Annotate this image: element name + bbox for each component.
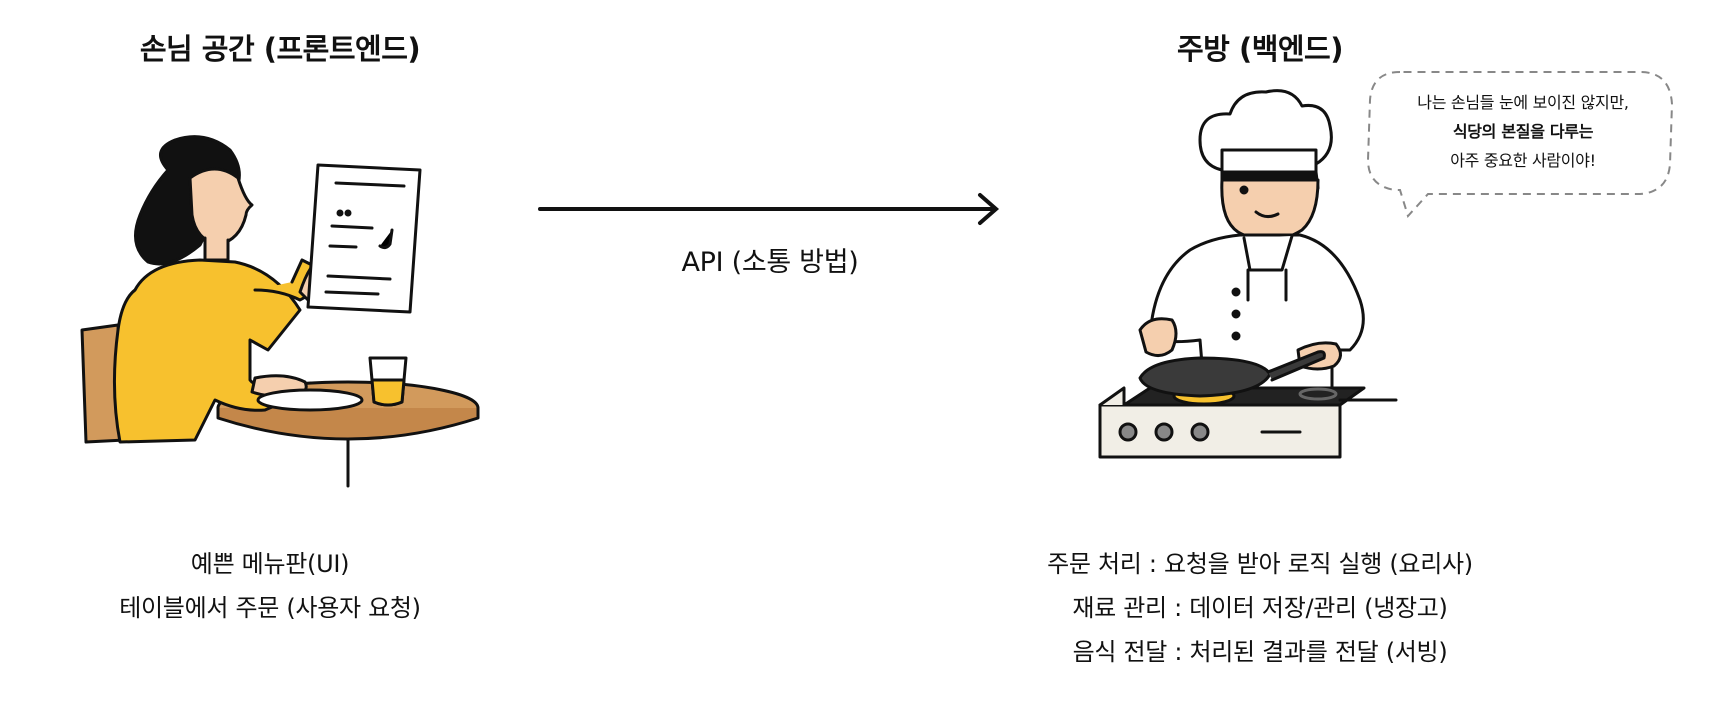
woman-reading-menu-icon [80, 135, 480, 488]
chef-cooking-icon [1098, 89, 1398, 459]
backend-title: 주방 (백엔드) [1176, 32, 1344, 66]
backend-caption-2: 재료 관리 : 데이터 저장/관리 (냉장고) [1072, 594, 1448, 622]
speech-bubble-text: 나는 손님들 눈에 보이진 않지만, 식당의 본질을 다루는 아주 중요한 사람… [1378, 88, 1668, 175]
backend-caption-1: 주문 처리 : 요청을 받아 로직 실행 (요리사) [1047, 550, 1473, 578]
speech-bubble [1366, 71, 1674, 218]
backend-caption-3: 음식 전달 : 처리된 결과를 전달 (서빙) [1072, 638, 1448, 666]
frontend-title: 손님 공간 (프론트엔드) [139, 32, 421, 66]
speech-line-2: 식당의 본질을 다루는 [1452, 122, 1594, 141]
frontend-caption-2: 테이블에서 주문 (사용자 요청) [119, 594, 421, 622]
frontend-captions: 예쁜 메뉴판(UI) 테이블에서 주문 (사용자 요청) [60, 542, 480, 630]
frontend-caption-1: 예쁜 메뉴판(UI) [190, 550, 350, 578]
speech-line-1: 나는 손님들 눈에 보이진 않지만, [1417, 93, 1629, 112]
arrow-right-icon [538, 193, 1000, 225]
backend-captions: 주문 처리 : 요청을 받아 로직 실행 (요리사) 재료 관리 : 데이터 저… [990, 542, 1530, 674]
speech-line-3: 아주 중요한 사람이야! [1450, 151, 1596, 170]
api-label: API (소통 방법) [681, 247, 859, 278]
